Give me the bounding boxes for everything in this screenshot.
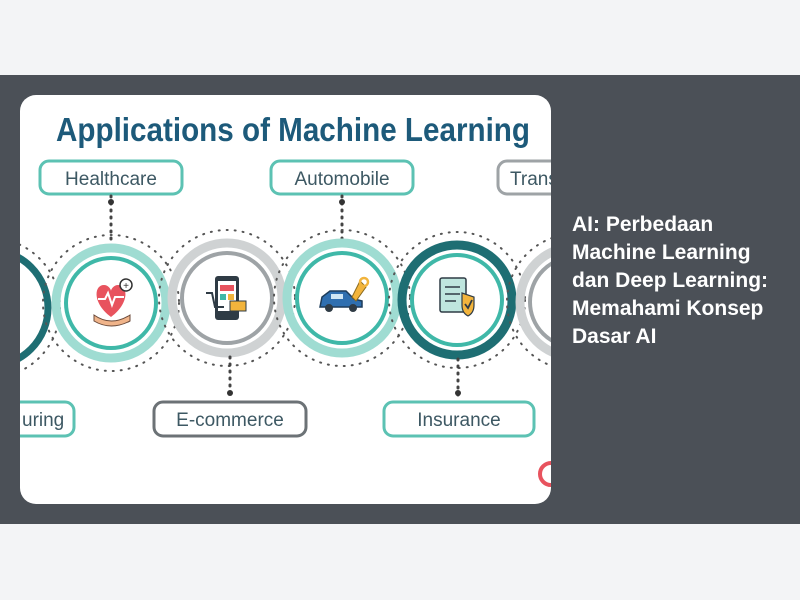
insurance-check-icon	[439, 277, 475, 317]
ecommerce-node	[158, 229, 296, 367]
healthcare-label: Healthcare	[65, 169, 157, 190]
connector-insurance	[455, 357, 461, 399]
online-shop-icon	[206, 276, 247, 320]
infographic-title: Applications of Machine Learning	[56, 111, 530, 148]
transport-pill: Trans	[496, 159, 551, 196]
insurance-pill: Insurance	[382, 400, 536, 438]
connector-healthcare	[108, 194, 114, 244]
logo-mark	[538, 461, 551, 487]
svg-text:+: +	[123, 281, 129, 292]
car-repair-icon	[319, 276, 370, 312]
automobile-node	[273, 229, 411, 367]
healthcare-node: +	[42, 234, 180, 372]
insurance-label: Insurance	[417, 410, 500, 431]
transport-node	[506, 233, 551, 371]
insurance-node	[388, 231, 526, 369]
connector-ecommerce	[227, 355, 233, 399]
manufacturing-pill: uring	[20, 400, 76, 438]
ecommerce-label: E-commerce	[176, 410, 284, 431]
heart-health-icon: +	[93, 278, 133, 327]
automobile-pill: Automobile	[269, 159, 415, 196]
automobile-label: Automobile	[294, 169, 389, 190]
featured-image[interactable]: Applications of Machine Learning Healthc…	[20, 95, 551, 504]
transport-label: Trans	[510, 169, 551, 190]
article-title[interactable]: AI: Perbedaan Machine Learning dan Deep …	[572, 213, 769, 349]
healthcare-pill: Healthcare	[38, 159, 184, 196]
ecommerce-pill: E-commerce	[152, 400, 308, 438]
connector-automobile	[339, 194, 345, 244]
manufacturing-label: uring	[22, 410, 64, 431]
